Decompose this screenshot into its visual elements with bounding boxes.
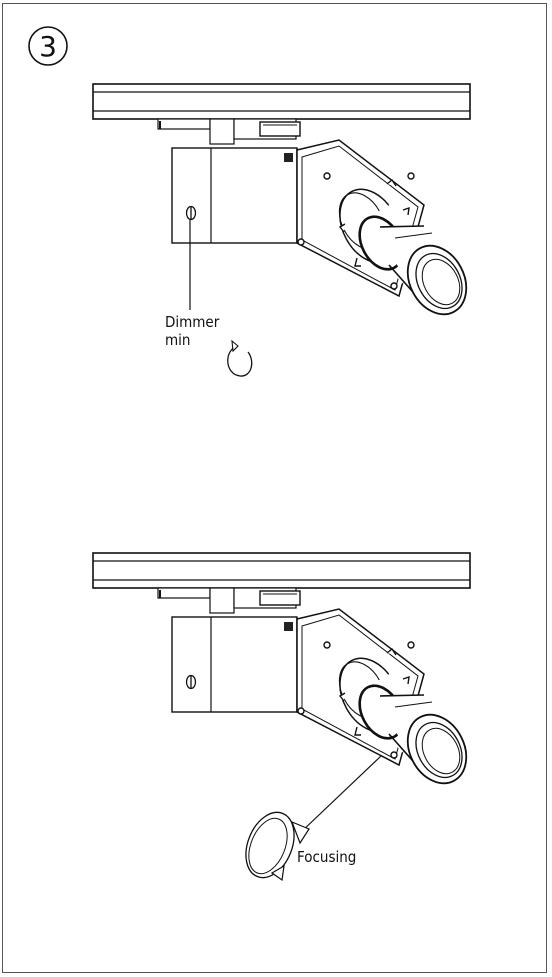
focusing-leader-line bbox=[299, 755, 382, 834]
rotate-counterclockwise-arrow-icon bbox=[227, 339, 253, 377]
page-frame bbox=[2, 3, 547, 973]
spotlight-figure-bottom bbox=[91, 551, 480, 795]
dimmer-min-label: min bbox=[165, 331, 190, 349]
dimmer-label: Dimmer bbox=[165, 313, 220, 331]
step-number-badge: 3 bbox=[28, 26, 68, 66]
spotlight-drawing-top bbox=[91, 82, 480, 326]
step-number-circle bbox=[28, 26, 68, 66]
rotate-lens-arrow-icon bbox=[245, 811, 310, 882]
spotlight-figure-top: Dimmer min bbox=[91, 82, 480, 377]
spotlight-drawing-bottom bbox=[91, 551, 480, 795]
focusing-label: Focusing bbox=[297, 848, 356, 866]
step-number: 3 bbox=[39, 30, 57, 63]
